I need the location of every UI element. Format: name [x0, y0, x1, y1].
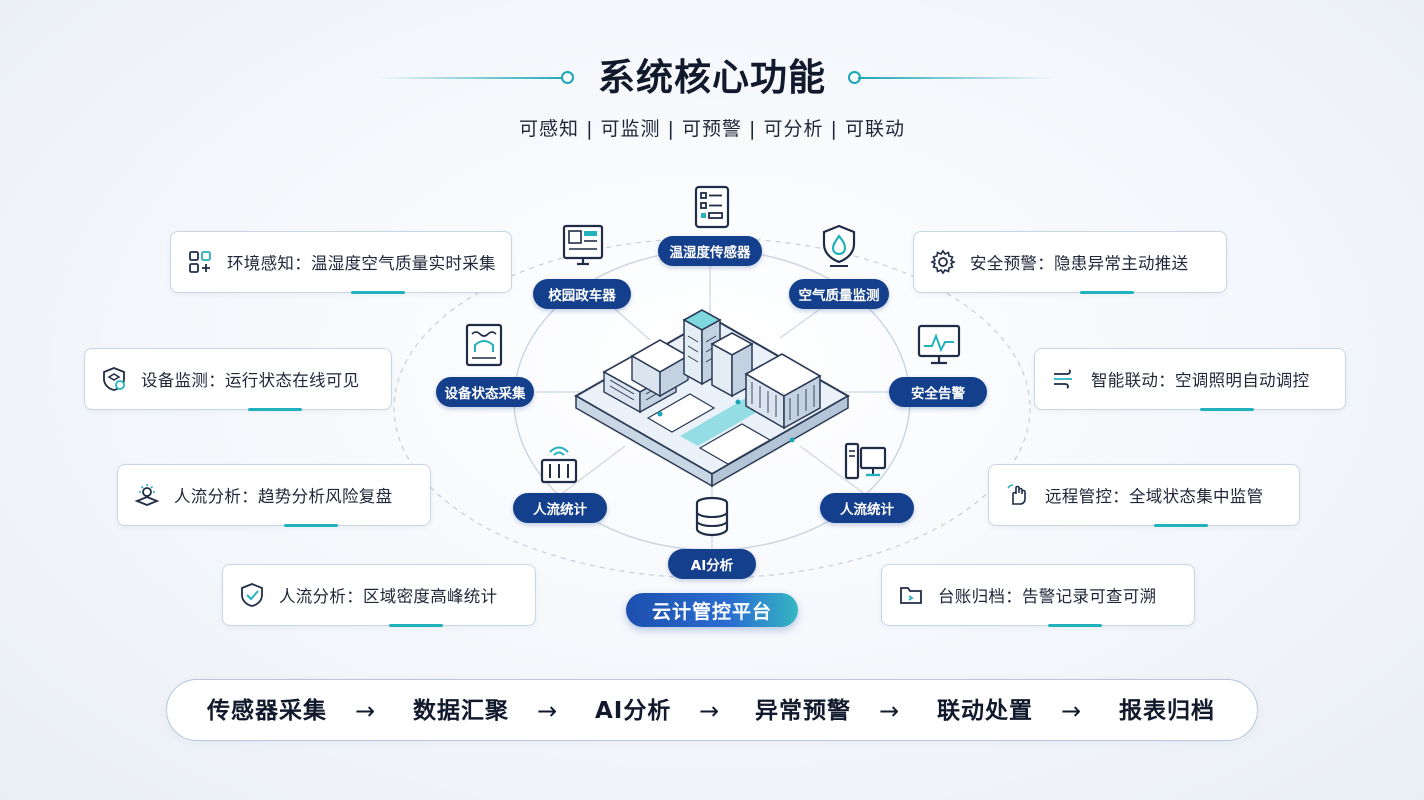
crowd-trend-icon	[134, 484, 160, 506]
node-label-device-status: 设备状态采集	[436, 377, 534, 407]
title-divider-right	[858, 77, 1054, 79]
shield-check-icon	[241, 583, 263, 607]
gear-icon	[930, 249, 956, 275]
page-title: 系统核心功能	[598, 56, 826, 99]
feature-card-text: 设备监测：运行状态在线可见	[141, 371, 360, 390]
node-label-crowd-count-left: 人流统计	[513, 493, 607, 523]
sensor-grid-icon	[189, 251, 211, 273]
title-divider-left	[378, 77, 568, 79]
node-label-ai-analysis: AI分析	[668, 549, 756, 579]
node-label-air-quality: 空气质量监测	[789, 279, 889, 309]
feature-card-text: 人流分析：区域密度高峰统计	[279, 587, 498, 606]
node-label-safety-alarm: 安全告警	[889, 377, 987, 407]
tablet-chart-icon	[465, 323, 503, 367]
title-dot-left	[561, 71, 574, 84]
database-icon	[695, 496, 729, 537]
flow-step-report-archive: 报表归档	[1119, 698, 1215, 724]
flow-arrow-icon: →	[879, 697, 900, 725]
platform-badge: 云计管控平台	[626, 593, 798, 627]
monitor-pulse-icon	[917, 324, 961, 365]
computer-icon	[844, 442, 887, 480]
campus-isometric-illustration	[573, 309, 851, 488]
flow-arrow-icon: →	[537, 697, 558, 725]
title-bar: 系统核心功能	[0, 50, 1424, 106]
flow-step-ai-analysis: AI分析	[595, 698, 672, 724]
feature-card-text: 远程管控：全域状态集中监管	[1045, 487, 1264, 506]
feature-card-text: 智能联动：空调照明自动调控	[1091, 371, 1310, 390]
page-subtitle: 可感知 | 可监测 | 可预警 | 可分析 | 可联动	[519, 118, 905, 140]
feature-card-remote-control: 远程管控：全域状态集中监管	[988, 464, 1300, 527]
feature-card-device-monitor: 设备监测：运行状态在线可见	[84, 348, 392, 411]
flow-arrow-icon: →	[699, 697, 720, 725]
sensor-panel-icon	[694, 185, 730, 229]
flow-arrow-icon: →	[1061, 697, 1082, 725]
feature-card-text: 台账归档：告警记录可查可溯	[938, 587, 1157, 606]
process-flow-bar: 传感器采集 → 数据汇聚 → AI分析 → 异常预警 → 联动处置 → 报表归档	[166, 679, 1258, 741]
node-label-temp-humidity-sensor: 温湿度传感器	[658, 236, 762, 266]
feature-card-crowd-trend: 人流分析：趋势分析风险复盘	[117, 464, 431, 527]
flow-step-linked-response: 联动处置	[937, 698, 1033, 724]
feature-card-text: 人流分析：趋势分析风险复盘	[174, 487, 393, 506]
flow-step-anomaly-alert: 异常预警	[755, 698, 851, 724]
flow-arrow-icon: →	[355, 697, 376, 725]
feature-card-crowd-density: 人流分析：区域密度高峰统计	[222, 564, 536, 627]
folder-icon	[900, 587, 922, 604]
feature-card-safety-warning: 安全预警：隐患异常主动推送	[913, 231, 1227, 294]
monitor-grid-icon	[562, 224, 604, 266]
flow-step-sensor-collect: 传感器采集	[207, 698, 327, 724]
node-label-crowd-count-right: 人流统计	[820, 493, 914, 523]
device-shield-icon	[103, 367, 125, 391]
remote-hand-icon	[1007, 484, 1026, 505]
node-label-campus-device: 校园政车器	[533, 279, 631, 309]
feature-card-environment: 环境感知：温湿度空气质量实时采集	[170, 231, 512, 294]
turnstile-icon	[540, 446, 578, 484]
feature-card-archive: 台账归档：告警记录可查可溯	[881, 564, 1195, 627]
wind-flow-icon	[1054, 369, 1072, 389]
flow-step-data-aggregate: 数据汇聚	[413, 698, 509, 724]
feature-card-text: 安全预警：隐患异常主动推送	[970, 254, 1189, 273]
shield-flame-icon	[822, 224, 856, 267]
feature-card-text: 环境感知：温湿度空气质量实时采集	[227, 254, 496, 273]
feature-card-smart-linkage: 智能联动：空调照明自动调控	[1034, 348, 1346, 411]
